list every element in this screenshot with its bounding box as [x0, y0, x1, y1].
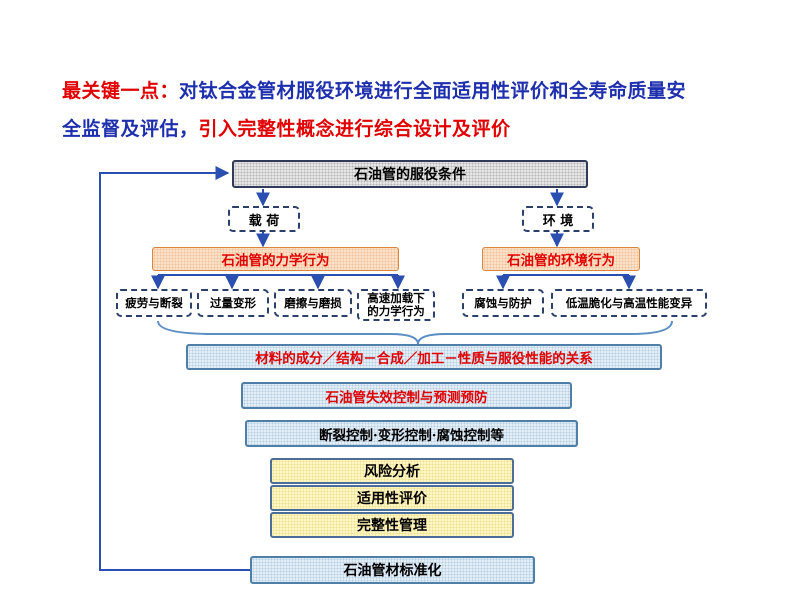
mechanical-behavior-box: 石油管的力学行为: [152, 247, 399, 271]
environmental-behavior-box: 石油管的环境行为: [482, 247, 640, 271]
integrity-management-box: 完整性管理: [270, 512, 514, 538]
controls-box: 断裂控制·变形控制·腐蚀控制等: [245, 420, 578, 447]
mechanical-item-fatigue: 疲劳与断裂: [116, 289, 192, 317]
feedback-loop: [99, 166, 250, 571]
converging-brace: [157, 320, 673, 345]
heading-prefix: 最关键一点：: [62, 80, 180, 102]
environment-box: 环 境: [522, 206, 594, 232]
risk-analysis-box: 风险分析: [270, 458, 514, 484]
failure-control-box: 石油管失效控制与预测预防: [241, 382, 572, 409]
environmental-item-temperature: 低温脆化与高温性能变异: [551, 289, 707, 317]
standardization-box: 石油管材标准化: [250, 556, 535, 584]
heading-line-1: 最关键一点：对钛合金管材服役环境进行全面适用性评价和全寿命质量安: [62, 72, 792, 110]
mechanical-item-wear: 磨擦与磨损: [274, 289, 352, 317]
heading-line-2: 全监督及评估，引入完整性概念进行综合设计及评价: [62, 110, 792, 148]
heading-line1-rest: 对钛合金管材服役环境进行全面适用性评价和全寿命质量安: [179, 80, 687, 102]
environmental-item-corrosion: 腐蚀与防护: [462, 289, 544, 317]
materials-relation-box: 材料的成分／结构－合成／加工－性质与服役性能的关系: [186, 344, 662, 370]
load-box: 载 荷: [228, 206, 300, 232]
heading-text: 最关键一点：对钛合金管材服役环境进行全面适用性评价和全寿命质量安 全监督及评估，…: [62, 72, 792, 148]
mechanical-item-deformation: 过量变形: [197, 289, 269, 317]
service-conditions-box: 石油管的服役条件: [232, 160, 588, 188]
heading-line2-blue: 全监督及评估，: [62, 118, 199, 140]
fitness-evaluation-box: 适用性评价: [270, 485, 514, 511]
mechanical-item-high-speed: 高速加载下的力学行为: [357, 289, 435, 321]
heading-line2-red: 引入完整性概念进行综合设计及评价: [198, 118, 511, 140]
